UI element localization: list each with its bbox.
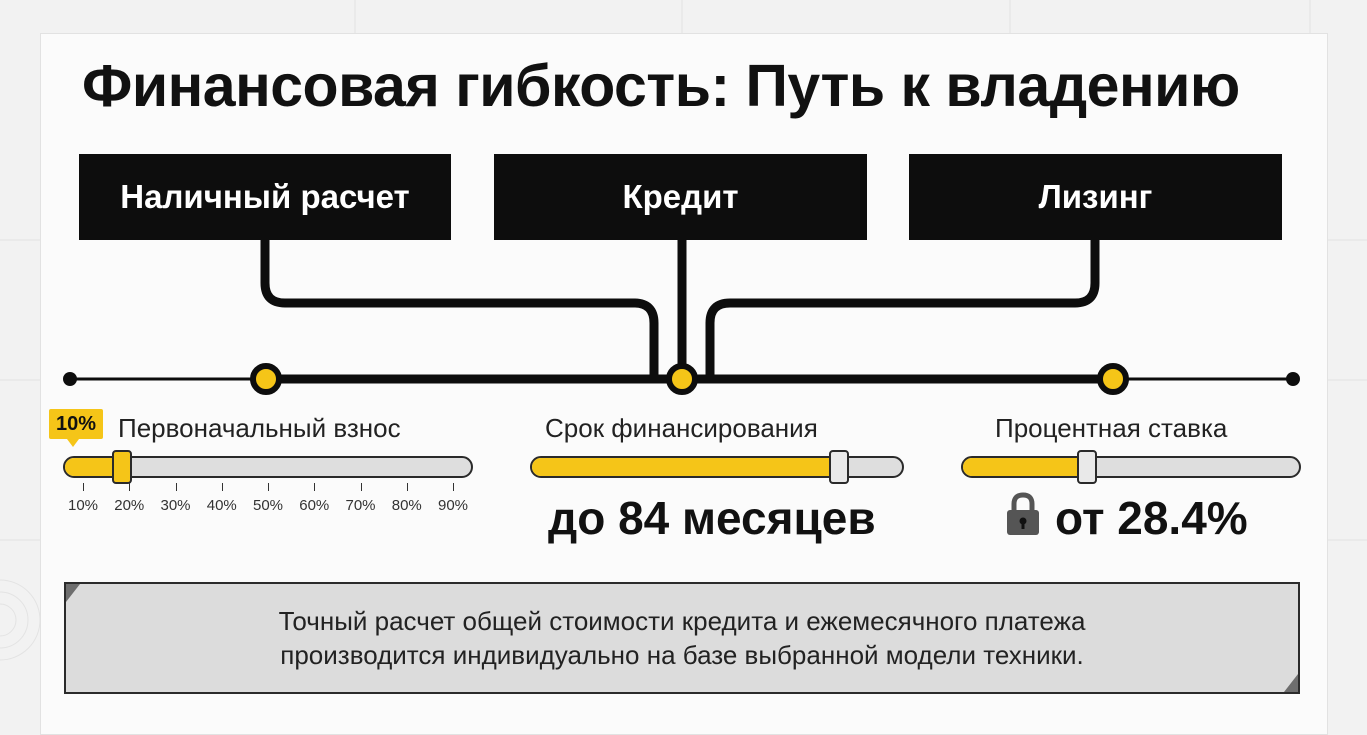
tick-label: 80% — [391, 497, 422, 514]
tick-label: 40% — [206, 497, 237, 514]
note-corner-decoration — [1284, 674, 1298, 692]
disclaimer-note: Точный расчет общей стоимости кредита и … — [64, 582, 1300, 694]
down-payment-badge: 10% — [49, 409, 104, 447]
term-value: до 84 месяцев — [548, 492, 876, 544]
rate-label: Процентная ставка — [995, 413, 1228, 443]
down-payment-label: Первоначальный взнос — [118, 413, 401, 443]
tick-mark — [221, 483, 223, 491]
timeline-end-right — [1286, 372, 1300, 386]
timeline-end-left — [63, 372, 77, 386]
tick-mark — [175, 483, 177, 491]
connector-cash — [260, 240, 659, 379]
term-handle[interactable] — [829, 450, 850, 484]
note-corner-decoration — [66, 584, 80, 602]
term-slider[interactable] — [530, 456, 904, 478]
down-payment-ticks: 10% 20% 30% 40% 50% 60% 70% 80% 90% — [63, 483, 473, 517]
tick-label: 70% — [345, 497, 376, 514]
term-fill — [532, 458, 840, 476]
connector-leasing — [705, 240, 1100, 379]
tick-mark — [360, 483, 362, 491]
option-cash: Наличный расчет — [79, 154, 451, 240]
rate-fill — [963, 458, 1088, 476]
rate-slider[interactable] — [961, 456, 1301, 478]
tick-label: 20% — [114, 497, 145, 514]
tick-label: 10% — [67, 497, 99, 514]
timeline-node-credit — [666, 363, 698, 395]
lock-icon — [1007, 492, 1039, 535]
timeline-node-leasing — [1097, 363, 1129, 395]
tick-mark — [453, 483, 454, 491]
down-payment-fill — [65, 458, 122, 476]
note-line-1: Точный расчет общей стоимости кредита и … — [278, 606, 1086, 636]
down-payment-handle[interactable] — [111, 450, 132, 484]
tick-mark — [314, 483, 316, 491]
down-payment-slider[interactable] — [63, 456, 473, 478]
option-leasing: Лизинг — [909, 154, 1282, 240]
tick-label: 90% — [437, 497, 469, 514]
page-title: Финансовая гибкость: Путь к владению — [82, 53, 1240, 119]
note-line-2: производится индивидуально на базе выбра… — [280, 640, 1084, 670]
option-credit: Кредит — [494, 154, 867, 240]
rate-handle[interactable] — [1077, 450, 1098, 484]
tick-mark — [406, 483, 408, 491]
tick-mark — [268, 483, 269, 491]
term-label: Срок финансирования — [545, 413, 818, 443]
tick-mark — [129, 483, 131, 491]
timeline-node-cash — [250, 363, 282, 395]
tick-label: 60% — [299, 497, 330, 514]
tick-label: 30% — [160, 497, 191, 514]
tick-label: 50% — [252, 497, 284, 514]
tick-mark — [83, 483, 84, 491]
rate-value: от 28.4% — [1055, 492, 1248, 544]
